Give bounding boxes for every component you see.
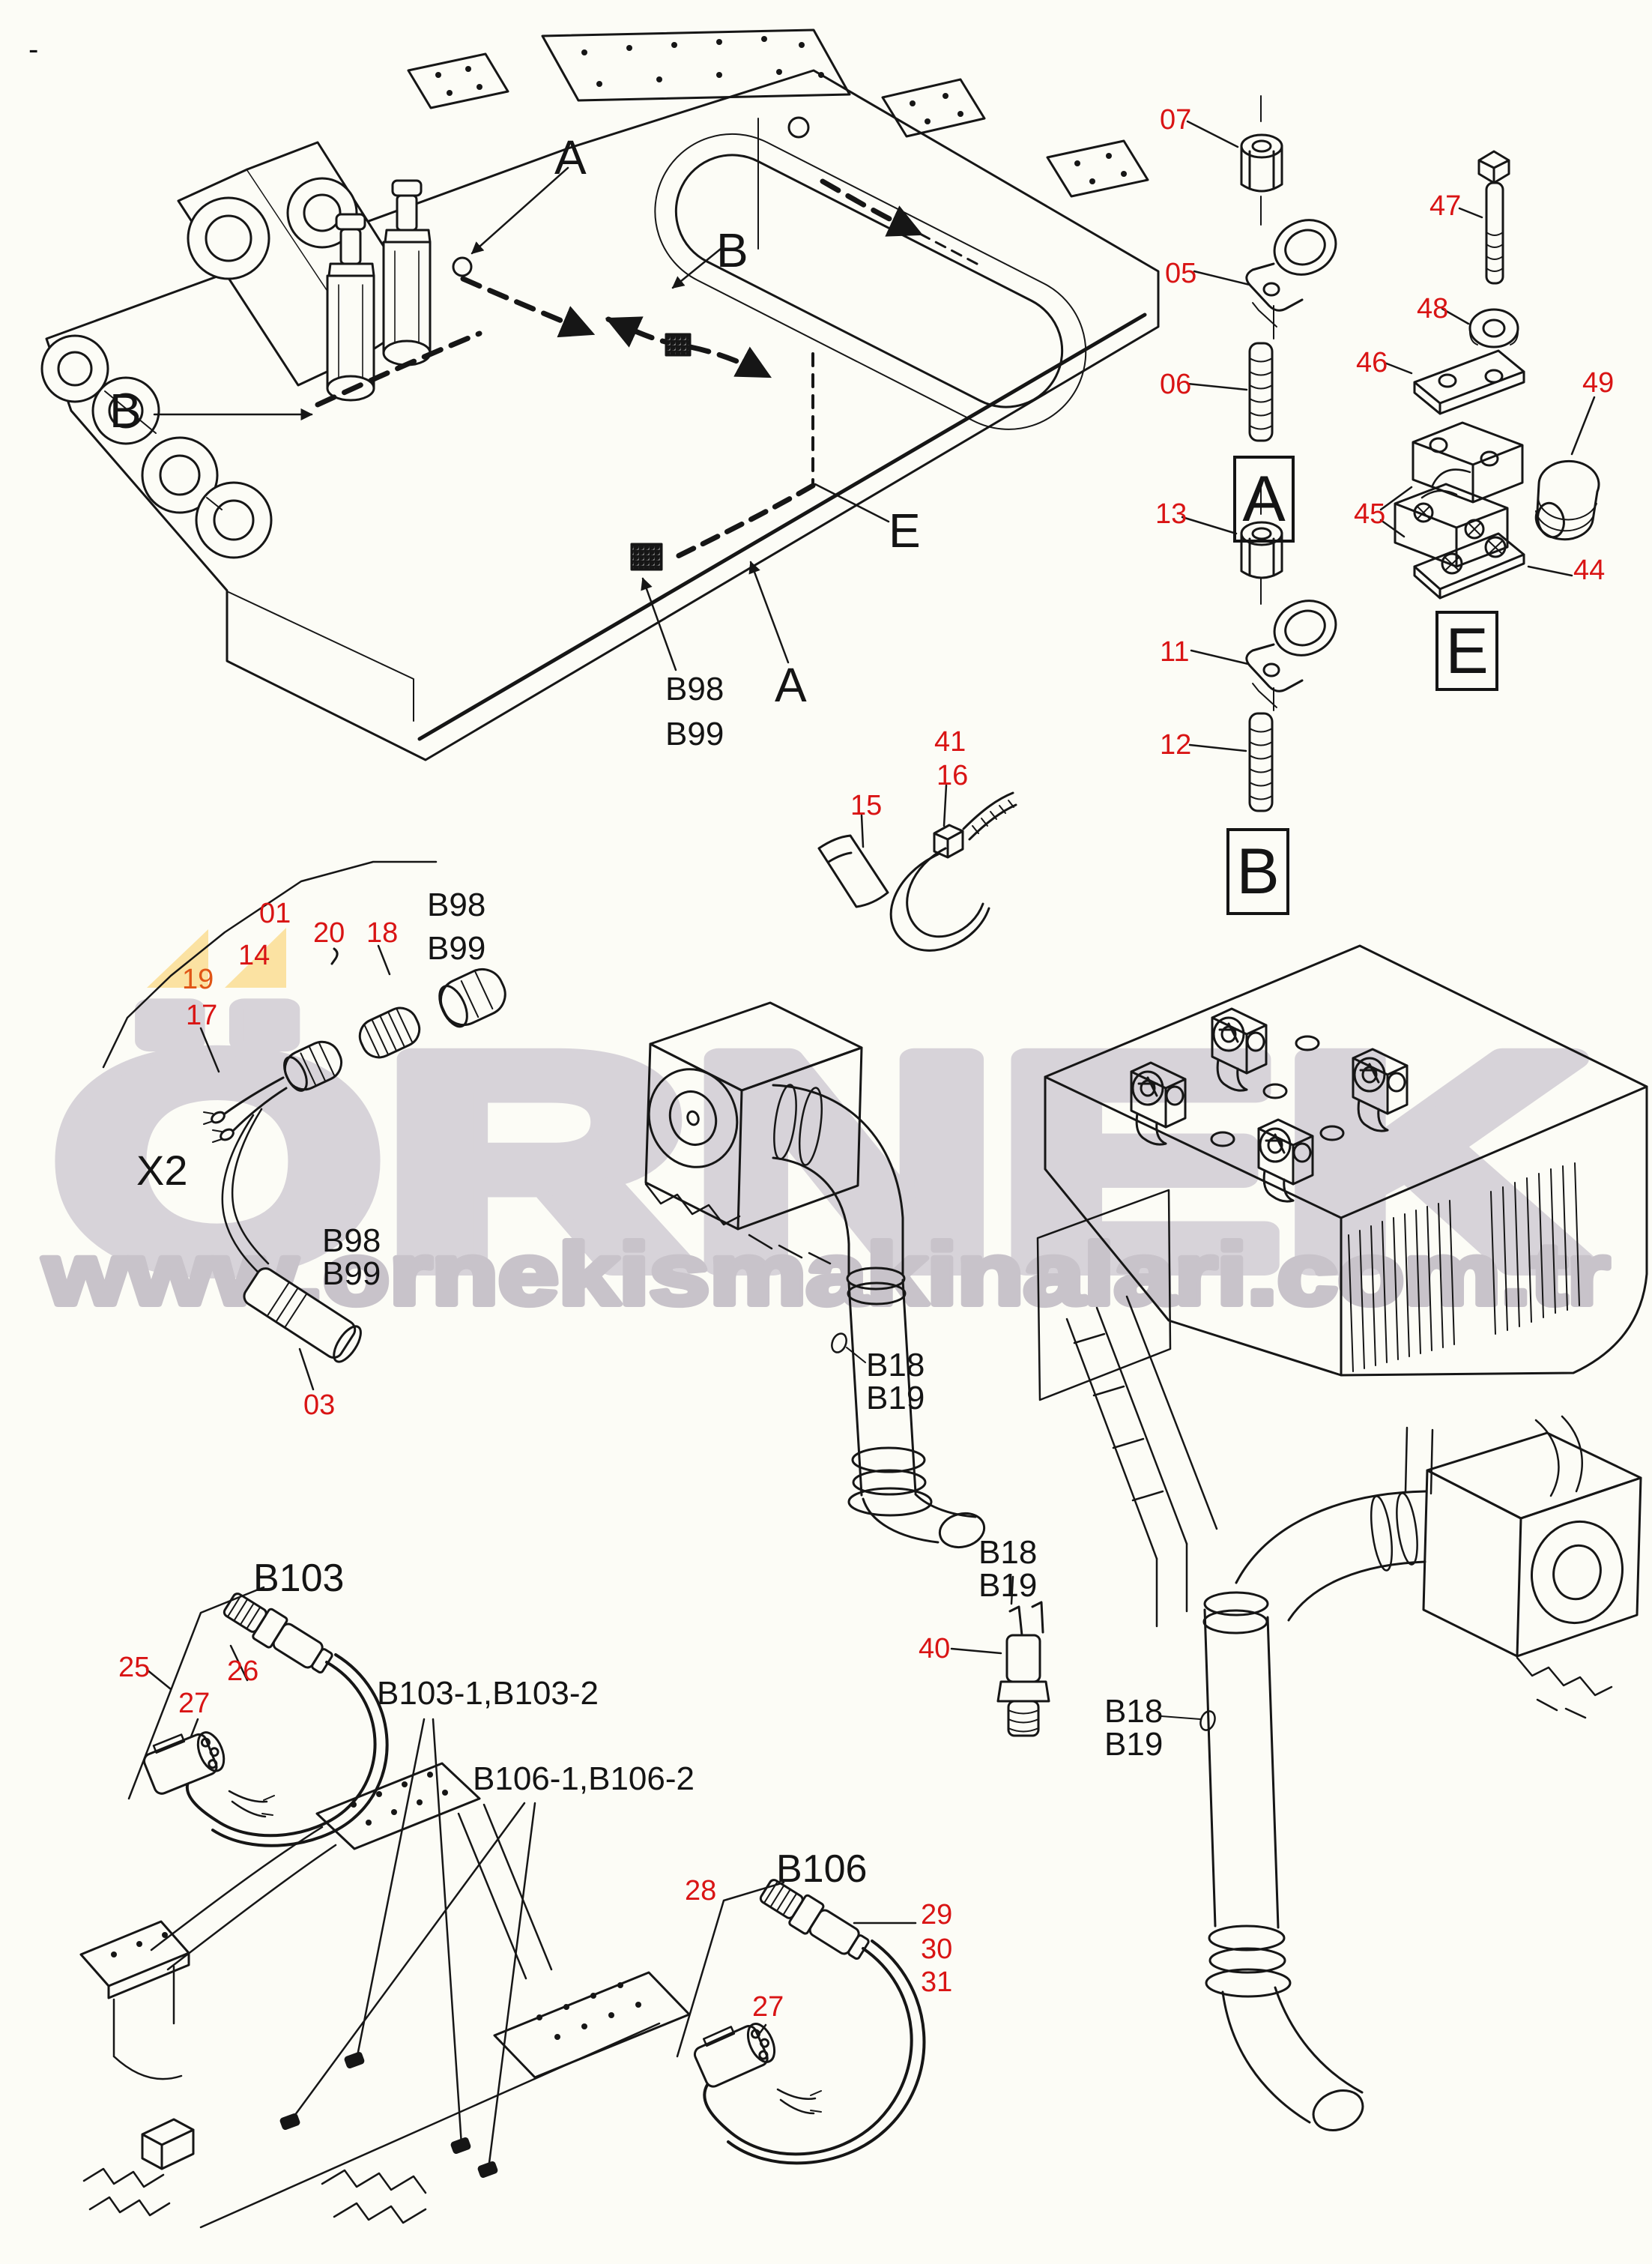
clamp-kit-a <box>1186 95 1337 442</box>
ref-b18-pipe2: B18 <box>1104 1693 1164 1730</box>
part-callout-14: 14 <box>238 940 270 971</box>
ref-b98-sensor: B98 <box>322 1222 381 1259</box>
part-callout-05: 05 <box>1165 258 1197 289</box>
view-box-e: E <box>1435 611 1498 691</box>
part-callout-01: 01 <box>259 898 291 929</box>
part-callout-47: 47 <box>1429 190 1462 222</box>
part-callout-40: 40 <box>919 1633 951 1664</box>
part-callout-20: 20 <box>313 917 345 949</box>
part-callout-07: 07 <box>1160 104 1192 136</box>
ref-x2: X2 <box>136 1147 188 1194</box>
view-ref-b-left: B <box>109 384 142 438</box>
part-callout-18: 18 <box>366 917 399 949</box>
part-callout-44: 44 <box>1573 555 1606 586</box>
part-callout-13: 13 <box>1155 498 1187 530</box>
cross-member-frame <box>79 1718 691 2229</box>
part-callout-31: 31 <box>921 1966 953 1998</box>
part-callout-41: 41 <box>934 726 966 758</box>
page-corner-dash: - <box>28 33 39 66</box>
view-ref-b-mid: B <box>716 223 748 277</box>
view-ref-e: E <box>889 504 921 558</box>
ref-b18-sensor40: B18 <box>978 1534 1038 1571</box>
ref-b18-pipe1: B18 <box>866 1347 925 1383</box>
part-callout-45: 45 <box>1354 498 1386 530</box>
sensor-40 <box>950 1575 1050 1737</box>
part-callout-27b: 27 <box>752 1991 784 2023</box>
part-callout-03: 03 <box>303 1389 336 1421</box>
ref-b99-kit: B99 <box>427 930 486 967</box>
part-callout-49: 49 <box>1582 367 1615 399</box>
part-callout-46: 46 <box>1356 347 1388 378</box>
air-cleaner-center <box>644 1001 1218 1628</box>
ref-b99-sensor: B99 <box>322 1255 381 1292</box>
view-box-b: B <box>1226 828 1289 915</box>
ref-b106: B106 <box>776 1847 868 1891</box>
ref-b98-kit: B98 <box>427 887 486 923</box>
part-callout-17: 17 <box>186 1000 218 1031</box>
part-callout-28: 28 <box>685 1875 717 1907</box>
view-ref-a-mid: A <box>775 658 807 712</box>
sensor-03 <box>221 1108 362 1391</box>
sensor-b103 <box>127 1586 389 1847</box>
clamp-block-kit <box>1379 150 1600 600</box>
connector-kit <box>102 860 506 1143</box>
cable-tie-and-band <box>817 784 1017 952</box>
ref-b103-1-2: B103-1,B103-2 <box>377 1675 599 1712</box>
part-callout-27: 27 <box>178 1688 211 1719</box>
ref-b19-pipe1: B19 <box>866 1380 925 1416</box>
part-callout-30: 30 <box>921 1934 953 1965</box>
part-callout-15: 15 <box>850 790 883 821</box>
part-callout-11: 11 <box>1160 636 1190 668</box>
engine-compartment <box>1036 944 1648 1497</box>
chassis-drawing <box>40 28 1160 761</box>
part-callout-19: 19 <box>182 964 214 995</box>
ref-b103: B103 <box>253 1557 345 1600</box>
part-callout-06: 06 <box>1160 369 1192 400</box>
sensor-b106 <box>676 1879 926 2165</box>
part-callout-29: 29 <box>921 1899 953 1931</box>
ref-b98-chassis: B98 <box>665 671 724 707</box>
ref-b19-pipe2: B19 <box>1104 1726 1164 1763</box>
ref-b19-sensor40: B19 <box>978 1567 1038 1604</box>
part-callout-16: 16 <box>937 760 969 791</box>
part-callout-26: 26 <box>227 1655 259 1687</box>
view-ref-a-top: A <box>554 130 587 184</box>
view-box-a: A <box>1233 456 1295 543</box>
part-callout-25: 25 <box>118 1652 151 1683</box>
watermark-brand: ÖRNEK <box>52 994 1588 1329</box>
ref-b106-1-2: B106-1,B106-2 <box>473 1760 695 1797</box>
ref-b99-chassis: B99 <box>665 716 724 752</box>
part-callout-12: 12 <box>1160 729 1192 761</box>
part-callout-48: 48 <box>1417 293 1449 324</box>
air-cleaner-right <box>1161 1431 1642 2131</box>
clamp-kit-b <box>1181 485 1337 812</box>
